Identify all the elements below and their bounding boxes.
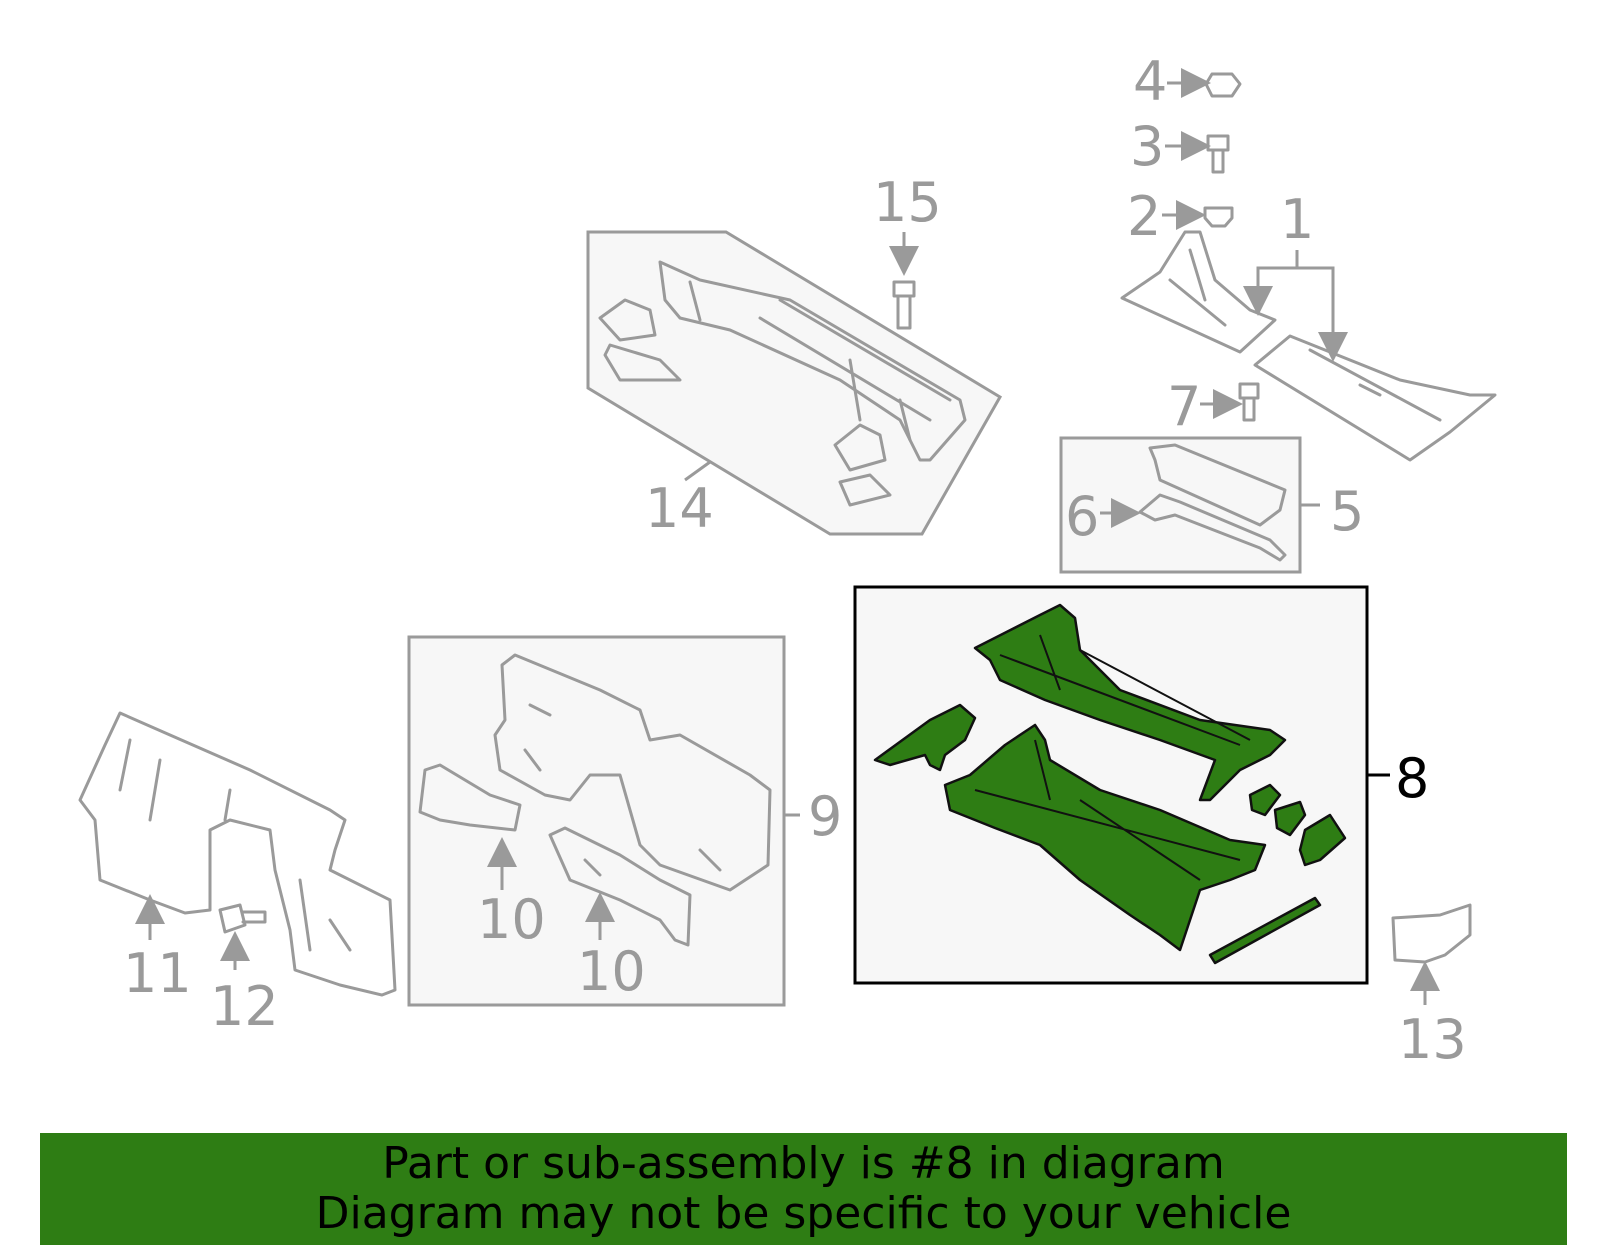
callout-10-right: 10 <box>577 940 646 1003</box>
part-6-drawing <box>1138 493 1287 562</box>
nut-4-icon <box>1204 72 1242 98</box>
banner-line-2: Diagram may not be specific to your vehi… <box>315 1188 1292 1239</box>
part-9-drawing <box>493 653 772 892</box>
cowl-top-right <box>1253 334 1497 462</box>
part-13-group[interactable]: 13 <box>1391 903 1472 1071</box>
part-8-lower-panel <box>943 723 1267 952</box>
part-13-drawing <box>1391 903 1472 964</box>
part-9-box <box>407 635 786 1007</box>
nut-2-icon <box>1203 206 1234 228</box>
part-5-group[interactable]: 5 6 <box>1059 436 1364 574</box>
banner-line-1: Part or sub-assembly is #8 in diagram <box>382 1138 1225 1189</box>
callout-4: 4 <box>1133 50 1167 113</box>
part-8-small-left <box>873 703 977 772</box>
part-2-group[interactable]: 2 <box>1127 185 1234 248</box>
callout-7: 7 <box>1167 375 1201 438</box>
part-15-group[interactable]: 15 <box>873 171 942 330</box>
part-3-group[interactable]: 3 <box>1130 115 1230 178</box>
callout-6: 6 <box>1065 485 1099 548</box>
callout-1: 1 <box>1280 188 1314 251</box>
callout-12: 12 <box>210 975 279 1038</box>
part-8-group[interactable]: 8 <box>853 585 1429 985</box>
bolt-3-icon <box>1206 134 1230 174</box>
part-14-drawing <box>598 260 967 507</box>
part-7-group[interactable]: 7 <box>1167 375 1260 438</box>
part-10-left-drawing <box>418 763 522 832</box>
part-5-drawing <box>1148 443 1287 527</box>
callout-11: 11 <box>123 942 192 1005</box>
part-14-box <box>586 230 1003 536</box>
callout-13: 13 <box>1398 1008 1467 1071</box>
bolt-7-icon <box>1238 382 1260 422</box>
bolt-12-icon <box>218 903 267 934</box>
part-1-group[interactable]: 1 <box>1120 188 1497 462</box>
part-8-upper-panel <box>973 603 1287 802</box>
callout-15: 15 <box>873 171 942 234</box>
part-8-bracket-3 <box>1298 813 1347 867</box>
callout-3: 3 <box>1130 115 1164 178</box>
callout-5: 5 <box>1330 480 1364 543</box>
part-4-group[interactable]: 4 <box>1133 50 1242 113</box>
info-banner: Part or sub-assembly is #8 in diagram Di… <box>40 1133 1567 1245</box>
part-8-box <box>853 585 1369 985</box>
bolt-15-icon <box>892 280 916 330</box>
part-11-drawing <box>78 711 397 997</box>
callout-9: 9 <box>808 785 842 848</box>
callout-8: 8 <box>1395 747 1429 810</box>
part-9-group[interactable]: 9 10 10 <box>407 635 842 1007</box>
callout-10-left: 10 <box>477 888 546 951</box>
part-8-bracket-2 <box>1273 800 1307 837</box>
part-8-bracket-1 <box>1248 783 1282 817</box>
part-12-group[interactable]: 12 <box>210 903 279 1038</box>
callout-2: 2 <box>1127 185 1161 248</box>
callout-14: 14 <box>645 477 714 540</box>
part-8-strip <box>1208 896 1322 965</box>
cowl-top-left <box>1120 230 1277 354</box>
part-11-group[interactable]: 11 <box>78 711 397 1005</box>
part-14-group[interactable]: 14 <box>586 230 1003 540</box>
